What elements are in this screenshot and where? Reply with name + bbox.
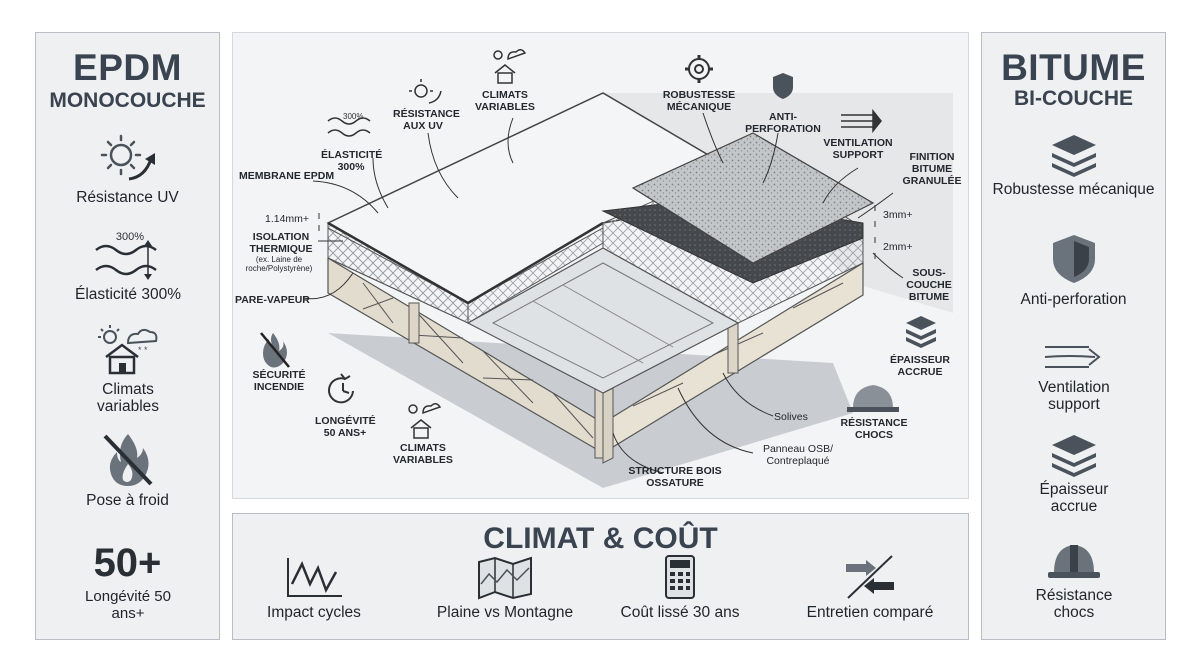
feature-ventilation: Ventilation support: [982, 337, 1165, 413]
impact-cycles-label: Impact cycles: [267, 604, 361, 621]
label-elasticite: ÉLASTICITÉ 300%: [321, 149, 383, 173]
diagram-gear-icon: [685, 55, 713, 83]
diagram-layers-icon: [906, 316, 936, 348]
joist-line-1: [532, 300, 644, 364]
no-fire-icon: [103, 434, 152, 486]
label-isolation-note: (ex. Laine de roche/Polystyrène): [245, 255, 313, 273]
feature-uv: Résistance UV: [36, 131, 219, 206]
feature-resistance-chocs: Résistance chocs: [982, 539, 1165, 621]
feature-cold-install-label: Pose à froid: [86, 492, 169, 509]
label-epaisseur: ÉPAISSEUR ACCRUE: [890, 354, 950, 378]
label-resistance-chocs: RÉSISTANCE CHOCS: [840, 417, 908, 441]
feature-climate: * * Climats variables: [36, 323, 219, 415]
feature-ventilation-label: Ventilation support: [1038, 379, 1110, 413]
epdm-subtitle: MONOCOUCHE: [49, 89, 206, 112]
layers-thick-icon: [1051, 435, 1096, 477]
climate-cost-title: CLIMAT & COÛT: [483, 522, 718, 555]
label-dim-114: 1.14mm+: [265, 213, 310, 225]
diagram-climate-icon-bottom: [408, 403, 442, 439]
label-isolation: ISOLATION THERMIQUE: [249, 231, 313, 255]
diagram-shield-icon: [773, 73, 793, 99]
diagram-climate-icon-top: [493, 49, 527, 84]
feature-resistance-chocs-label: Résistance chocs: [1035, 587, 1113, 621]
feature-epaisseur: Épaisseur accrue: [982, 431, 1165, 515]
feature-climate-label: Climats variables: [96, 381, 160, 415]
longevity-label: Longévité 50 ans+: [85, 588, 171, 622]
label-panneau: Panneau OSB/ Contreplaqué: [762, 443, 834, 467]
bitume-title: BITUME: [1001, 47, 1146, 88]
leader-lines: [302, 112, 904, 474]
plaine-montagne-label: Plaine vs Montagne: [436, 604, 574, 621]
feature-uv-label: Résistance UV: [76, 189, 179, 206]
diagram-sun-icon: [409, 79, 442, 104]
elasticity-wave-icon: 300%: [94, 231, 157, 280]
exchange-arrows-icon: [846, 555, 894, 599]
diagram-elasticity-icon: 300%: [327, 112, 371, 137]
sun-uv-icon: [100, 134, 155, 181]
bitume-panel: BITUME BI-COUCHE Robustesse mécanique An…: [981, 32, 1166, 640]
cout-lisse-label: Coût lissé 30 ans: [620, 604, 740, 621]
label-climats-top: CLIMATS VARIABLES: [475, 89, 535, 113]
label-structure: STRUCTURE BOIS OSSATURE: [628, 465, 722, 489]
epdm-membrane-edge: [327, 221, 604, 305]
feature-anti-perforation-label: Anti-perforation: [1020, 291, 1127, 308]
label-anti-perforation: ANTI-PERFORATION: [745, 111, 821, 135]
label-sous-couche: SOUS-COUCHE BITUME: [906, 267, 952, 303]
diagram-elasticity-icon-text: 300%: [343, 112, 363, 121]
frame-post-right: [727, 322, 739, 374]
diagram-hardhat-icon: [847, 385, 899, 412]
diagram-airflow-icon: [841, 108, 882, 134]
label-solives: Solives: [774, 411, 808, 423]
item-entretien-compare: Entretien comparé: [785, 554, 955, 622]
granulated-finish: [631, 132, 875, 264]
label-resistance-uv: RÉSISTANCE AUX UV: [393, 108, 460, 132]
label-ventilation: VENTILATION SUPPORT: [823, 137, 893, 161]
climate-cost-panel: CLIMAT & COÛT Impact cycles Plaine vs Mo…: [232, 513, 969, 640]
roof-diagram-panel: 300%: [232, 32, 969, 499]
joist-line-2: [562, 284, 674, 348]
feature-epaisseur-label: Épaisseur accrue: [1039, 481, 1109, 515]
label-membrane-epdm: MEMBRANE EPDM: [239, 170, 335, 182]
shield-icon: [1052, 235, 1095, 283]
feature-robustesse-label: Robustesse mécanique: [992, 181, 1155, 198]
joists-outline: [491, 262, 715, 379]
calculator-icon: [665, 555, 695, 599]
feature-anti-perforation: Anti-perforation: [982, 233, 1165, 308]
osb-panel: [602, 387, 614, 464]
frame-post-left: [408, 302, 420, 344]
label-pare-vapeur: PARE-VAPEUR: [235, 294, 310, 306]
epdm-panel: EPDM MONOCOUCHE Résistance UV 300% Élast…: [35, 32, 220, 640]
label-robustesse: ROBUSTESSE MÉCANIQUE: [662, 89, 736, 113]
climate-house-icon: * *: [97, 325, 157, 375]
feature-robustesse: Robustesse mécanique: [982, 131, 1165, 198]
feature-elasticity: 300% Élasticité 300%: [36, 228, 219, 303]
entretien-compare-label: Entretien comparé: [806, 604, 934, 621]
diagram-clock-icon: [328, 373, 354, 404]
layers-icon: [1051, 135, 1096, 177]
label-climats-bottom: CLIMATS VARIABLES: [393, 442, 453, 466]
svg-text:* *: * *: [138, 345, 148, 355]
item-cout-lisse: Coût lissé 30 ans: [595, 554, 765, 622]
item-impact-cycles: Impact cycles: [229, 554, 399, 622]
diagram-fire-icon: [260, 332, 290, 368]
label-securite-incendie: SÉCURITÉ INCENDIE: [252, 369, 306, 393]
longevity-block: 50+ Longévité 50 ans+: [36, 541, 219, 622]
airflow-icon: [1044, 346, 1101, 368]
item-plaine-montagne: Plaine vs Montagne: [420, 554, 590, 622]
background-wall: [601, 93, 953, 313]
cycle-chart-icon: [287, 558, 342, 597]
feature-elasticity-label: Élasticité 300%: [75, 286, 181, 303]
longevity-value: 50+: [93, 541, 162, 585]
epdm-title: EPDM: [73, 47, 182, 88]
label-dim-2: 2mm+: [883, 241, 913, 253]
label-longevite: LONGÉVITÉ 50 ANS+: [315, 415, 376, 439]
elasticity-icon-text: 300%: [115, 231, 143, 243]
folded-map-icon: [478, 556, 532, 600]
hard-hat-icon: [1047, 545, 1100, 578]
feature-cold-install: Pose à froid: [36, 428, 219, 509]
label-dim-3: 3mm+: [883, 209, 913, 221]
label-finition: FINITION BITUME GRANULÉE: [902, 151, 962, 187]
bitume-subtitle: BI-COUCHE: [1014, 87, 1133, 110]
roof-cutaway-diagram: 300%: [260, 49, 953, 488]
